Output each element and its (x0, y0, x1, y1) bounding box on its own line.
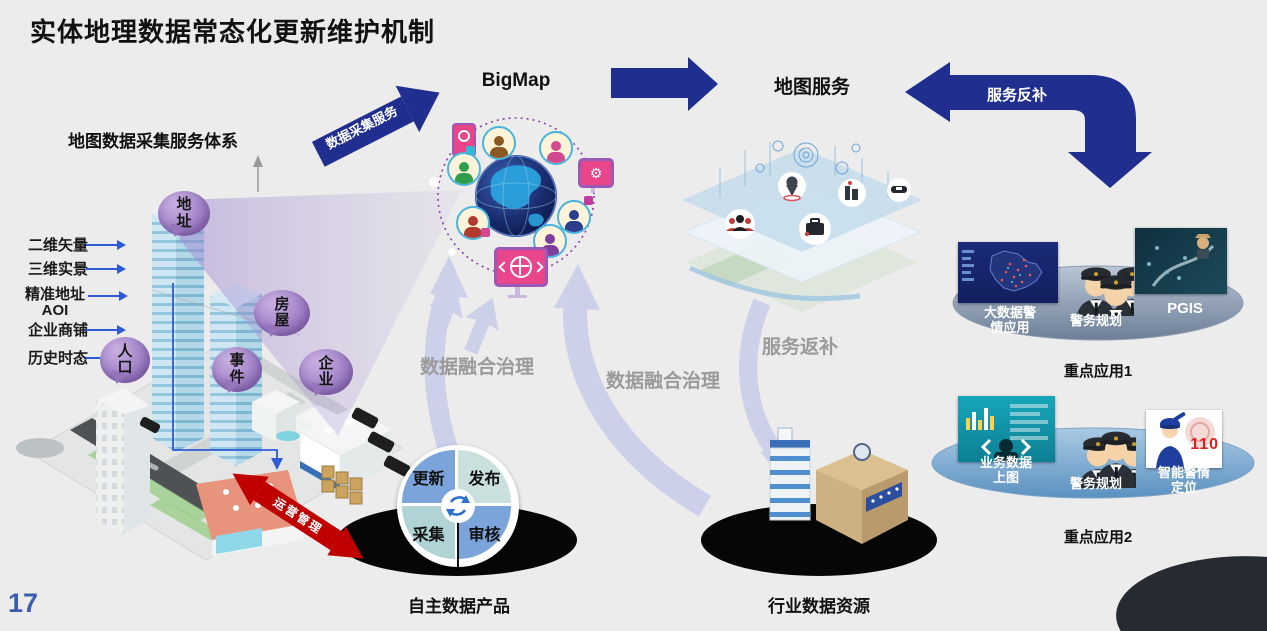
data-type-3d: 三维实景 (28, 261, 89, 278)
app1-item1-label: 大数据警情应用 (983, 305, 1036, 335)
police-group-icon (1058, 250, 1134, 316)
heading-pointer-arrow (253, 155, 263, 192)
monitor-globe-icon (494, 247, 548, 287)
car-icon (891, 186, 907, 193)
fusion-left-label: 数据融合治理 (420, 357, 535, 378)
people-icon (726, 215, 754, 231)
person-icon (539, 131, 573, 165)
fusion-right-label: 数据融合治理 (606, 371, 721, 392)
data-type-history: 历史时态 (28, 350, 89, 367)
page-title: 实体地理数据常态化更新维护机制 (30, 17, 436, 47)
bigmap-label: BigMap (481, 70, 551, 91)
officer-110-thumbnail: 110 (1146, 410, 1222, 468)
right-arrow-icon (86, 264, 126, 274)
industry-buildings (769, 427, 1267, 631)
pie-pointer-line (457, 508, 459, 568)
map-layers-illustration (682, 140, 922, 312)
app1-item3-label: PGIS (1167, 300, 1203, 317)
person-icon (482, 126, 516, 160)
bubble-enterprise: 企业 (299, 349, 353, 395)
ops-arrow (232, 473, 364, 559)
briefcase-icon (804, 218, 824, 237)
data-type-aoi: 精准地址AOI (24, 286, 85, 319)
app1-caption: 重点应用1 (1063, 363, 1133, 380)
data-collect-arrow (311, 85, 440, 167)
industry-caption: 行业数据资源 (768, 597, 870, 616)
badge-110: 110 (1190, 436, 1219, 453)
map-service-label: 地图服务 (773, 77, 850, 98)
service-feedback-label: 服务反补 (986, 87, 1047, 104)
monitor-gear-icon: ⚙ (578, 158, 614, 188)
right-arrow-icon (86, 240, 126, 250)
bigmap-to-mapservice-arrow (611, 57, 718, 111)
buildings-icon (845, 181, 858, 200)
bubble-house: 房屋 (254, 290, 310, 336)
location-pin-icon (783, 176, 801, 202)
chat-chip-icon (481, 228, 490, 237)
bigdata-dashboard-thumbnail (958, 242, 1058, 303)
person-icon (557, 200, 591, 234)
app1-item2-label: 警务规划 (1069, 313, 1122, 328)
route-line (172, 283, 283, 470)
app2-caption: 重点应用2 (1063, 529, 1133, 546)
bubble-address: 地址 (158, 191, 210, 236)
products-caption: 自主数据产品 (408, 597, 510, 616)
refresh-icon (441, 489, 475, 523)
chat-chip-icon (584, 196, 593, 205)
person-icon (447, 152, 481, 186)
data-type-2d: 二维矢量 (28, 237, 89, 254)
bigmap-globe (429, 117, 595, 275)
bubble-event: 事件 (212, 347, 262, 392)
app2-item2-label: 警务规划 (1069, 476, 1122, 491)
right-arrow-icon (88, 291, 128, 301)
business-dashboard-thumbnail (958, 396, 1055, 462)
right-arrow-icon (86, 325, 126, 335)
collection-system-heading: 地图数据采集服务体系 (68, 132, 238, 151)
purple-beam (180, 190, 462, 436)
data-type-shops: 企业商铺 (28, 322, 89, 339)
data-cycle-pie: 更新 发布 采集 审核 (397, 445, 519, 568)
bubble-population: 人口 (100, 337, 150, 383)
chat-chip-icon (466, 146, 475, 155)
app2-item1-label: 业务数据上图 (979, 455, 1032, 485)
service-return-label: 服务返补 (762, 337, 839, 358)
app2-item3-label: 智能警情定位 (1157, 465, 1210, 495)
page-number: 17 (8, 588, 39, 618)
service-feedback-arrow (905, 62, 1152, 188)
pgis-thumbnail (1135, 228, 1227, 294)
